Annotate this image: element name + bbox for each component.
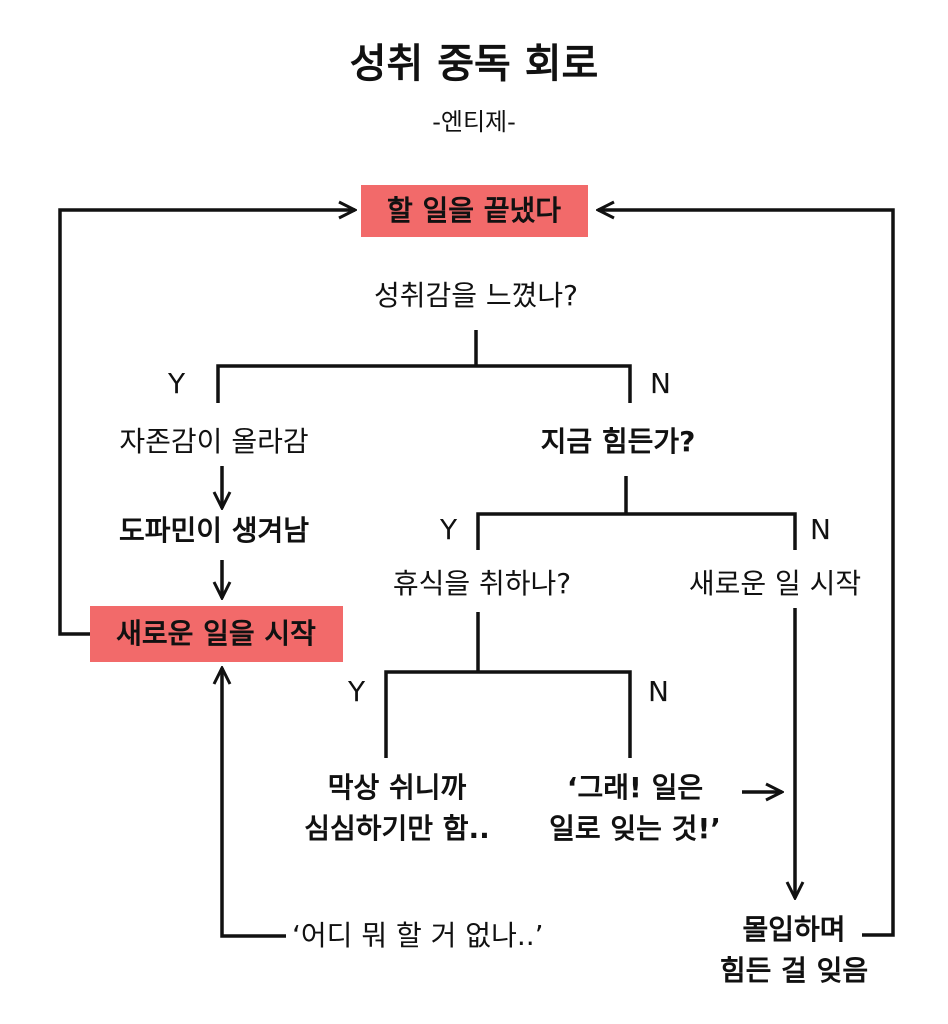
node-immerse-line1: 몰입하며	[742, 913, 846, 946]
node-done: 할 일을 끝냈다	[386, 194, 562, 227]
node-work-line1: ‘그래! 일은	[566, 771, 704, 804]
label-hard-no: N	[810, 513, 831, 546]
node-q-rest: 휴식을 취하나?	[392, 567, 572, 600]
node-dopamine: 도파민이 생겨남	[118, 514, 310, 547]
page-subtitle: -엔티제-	[432, 108, 516, 136]
node-done-box: 할 일을 끝냈다	[361, 185, 588, 237]
page-title: 성취 중독 회로	[349, 41, 599, 87]
loop-left	[58, 210, 355, 636]
loop-right	[598, 210, 895, 937]
node-bored-line1: 막상 쉬니까	[327, 771, 467, 804]
label-rest-no: N	[648, 675, 669, 708]
node-immerse: 몰입하며 힘든 걸 잊음	[720, 910, 868, 991]
node-nothing-to-do: ‘어디 뭐 할 거 없나..’	[292, 919, 544, 952]
branch-achievement	[216, 364, 632, 403]
arrow-nothing-to-new-work	[222, 668, 286, 938]
label-achievement-no: N	[650, 367, 671, 400]
branch-rest	[384, 670, 632, 758]
node-new-work-right: 새로운 일 시작	[688, 567, 862, 600]
node-q-hard: 지금 힘든가?	[540, 425, 696, 458]
label-rest-yes: Y	[348, 675, 366, 708]
branch-hard	[476, 512, 797, 550]
label-achievement-yes: Y	[168, 367, 186, 400]
node-self-esteem: 자존감이 올라감	[119, 425, 309, 458]
node-new-work-left-box: 새로운 일을 시작	[90, 606, 343, 662]
node-q-achievement: 성취감을 느꼈나?	[373, 279, 579, 312]
label-hard-yes: Y	[440, 513, 458, 546]
node-work-line2: 일로 잊는 것!’	[549, 811, 721, 845]
node-immerse-line2: 힘든 걸 잊음	[719, 953, 869, 987]
node-work: ‘그래! 일은 일로 잊는 것!’	[549, 768, 721, 849]
node-bored: 막상 쉬니까 심심하기만 함..	[304, 768, 490, 849]
node-bored-line2: 심심하기만 함..	[304, 811, 490, 845]
node-new-work-left: 새로운 일을 시작	[116, 617, 316, 650]
